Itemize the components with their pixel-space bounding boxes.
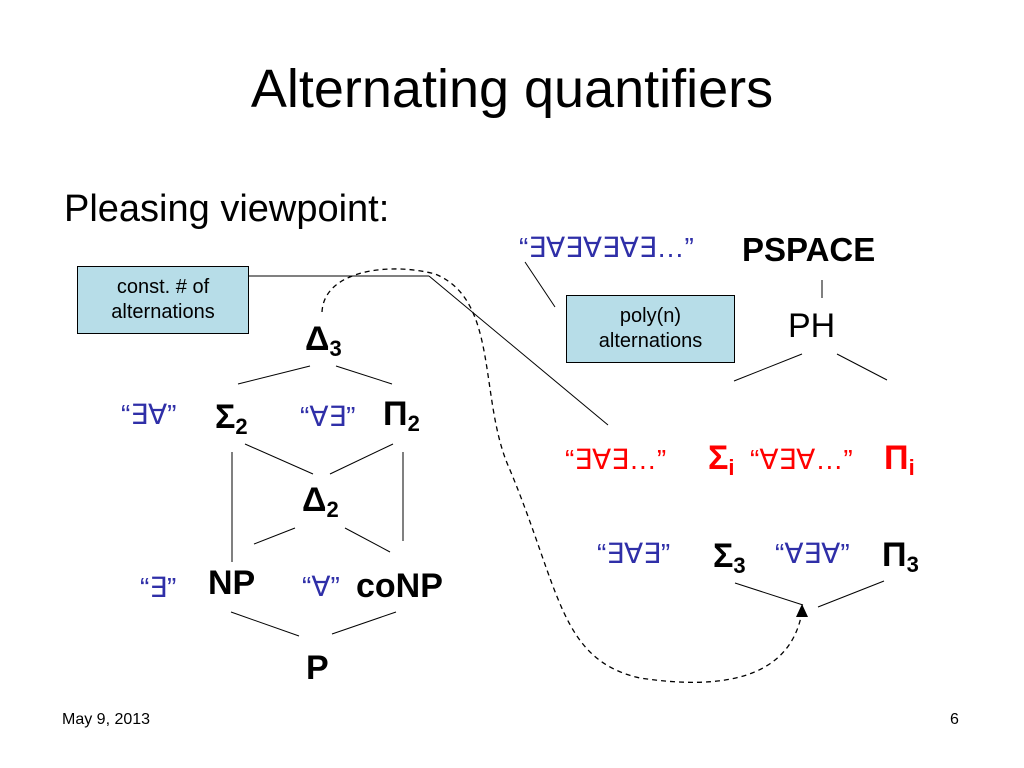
edge-delta3-sigma2 [237,365,311,385]
sigma2-node: Σ2 [215,398,248,439]
sigmai-node: Σi [708,439,735,480]
footer-date: May 9, 2013 [62,711,151,728]
np-quantifier: “∃” [140,572,177,603]
edge-ph-right [836,353,888,381]
edge-sigma3-join [734,582,804,606]
sigmai-quantifier: “∃∀∃…” [565,444,667,475]
pi2-node: Π2 [383,395,420,436]
edge-pi3-join [817,580,885,608]
edge-ph-left [733,353,803,382]
edge-conp-p [331,611,397,635]
pii-quantifier: “∀∃∀…” [750,444,853,475]
page-number: 6 [950,711,959,728]
conp-quantifier: “∀” [302,571,340,602]
arrowhead-icon [796,604,808,617]
edge-pi2-delta2 [329,443,394,475]
edge-delta3-pi2 [335,365,393,385]
delta2-node: Δ2 [302,481,339,522]
const-box-label: const. # of alternations [111,276,215,323]
pi3-node: Π3 [882,536,919,577]
poly-box-label: poly(n) alternations [598,305,703,352]
pi3-quantifier: “∀∃∀” [775,538,850,569]
edge-sigma2-delta2 [244,443,314,475]
dashed-arrow [321,268,803,683]
pspace-quantifier: “∃∀∃∀∃∀∃…” [519,232,694,263]
sigma3-node: Σ3 [713,537,746,578]
edge-delta2-np [253,527,296,545]
page-title: Alternating quantifiers [250,59,774,119]
np-node: NP [208,564,256,602]
conp-node: coNP [356,567,443,605]
p-node: P [306,649,329,687]
edge-np-p [230,611,300,637]
sigma2-quantifier: “∃∀” [121,399,177,430]
delta3-node: Δ3 [305,320,342,361]
pii-node: Πi [884,439,915,480]
ph-node: PH [788,307,836,345]
sigma3-quantifier: “∃∀∃” [597,538,671,569]
pointer-poly-box [524,261,556,308]
pspace-node: PSPACE [742,231,876,268]
const-alternations-box: const. # of alternations [77,266,249,334]
edge-delta2-conp [344,527,391,553]
poly-alternations-box: poly(n) alternations [566,295,735,363]
subtitle: Pleasing viewpoint: [64,188,390,230]
pi2-quantifier: “∀∃” [300,401,356,432]
pointer-const-diag [428,275,609,426]
